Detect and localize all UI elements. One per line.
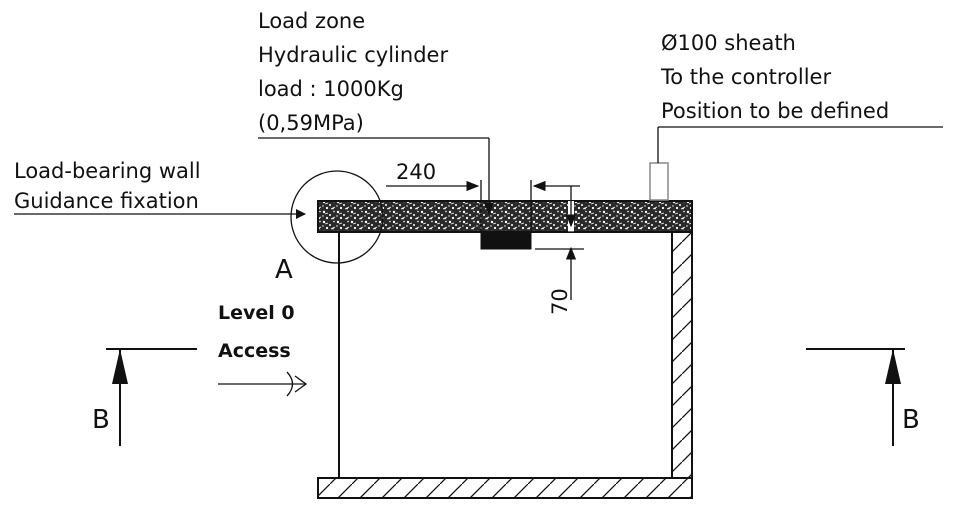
load-zone-line2: Hydraulic cylinder xyxy=(258,43,448,67)
section-right-label: B xyxy=(902,405,920,435)
load-zone-line4: (0,59MPa) xyxy=(258,111,364,135)
detail-label: A xyxy=(275,255,293,285)
section-left-label: B xyxy=(92,405,110,435)
wall-line2: Guidance fixation xyxy=(14,189,199,213)
dim-240 xyxy=(386,180,580,232)
access-line2: Access xyxy=(218,340,291,362)
access-line1: Level 0 xyxy=(218,302,295,324)
sheath-tube xyxy=(649,126,943,201)
load-leader xyxy=(258,137,495,216)
wall-line1: Load-bearing wall xyxy=(14,159,201,183)
sheath-line3: Position to be defined xyxy=(661,99,889,123)
section-mark-left xyxy=(106,348,197,446)
load-zone-line1: Load zone xyxy=(258,9,365,33)
wall-leader-arrow xyxy=(296,209,306,219)
sheath-line2: To the controller xyxy=(660,65,831,89)
dim-height-label: 70 xyxy=(548,288,572,315)
detail-circle xyxy=(290,170,384,264)
slab xyxy=(317,200,693,233)
shaft xyxy=(317,231,693,499)
floor-hatch xyxy=(317,477,693,499)
sheath-line1: Ø100 sheath xyxy=(661,31,796,55)
cylinder-block xyxy=(480,231,532,250)
dim-70 xyxy=(535,186,584,300)
load-zone-line3: load : 1000Kg xyxy=(258,77,404,101)
right-wall-hatch xyxy=(671,231,693,479)
access-arrow xyxy=(218,371,308,397)
section-mark-right xyxy=(806,348,905,446)
dim-width-label: 240 xyxy=(396,160,436,184)
